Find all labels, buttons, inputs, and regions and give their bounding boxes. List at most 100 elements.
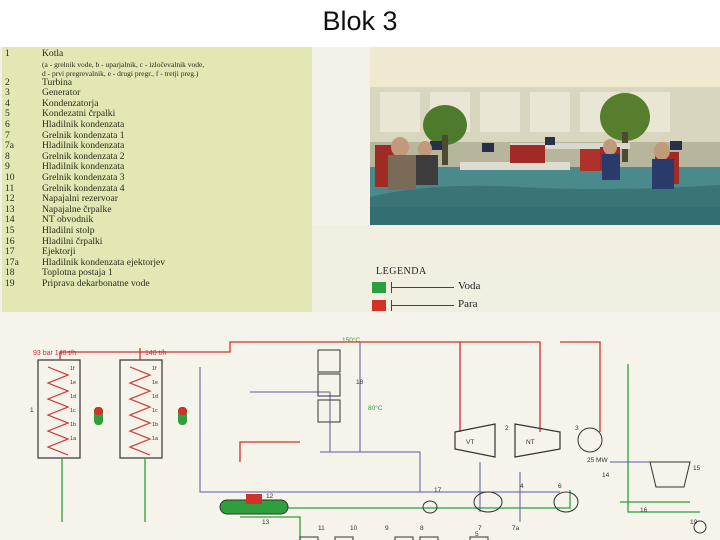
component-number: 18 bbox=[5, 267, 15, 279]
component-number: 16 bbox=[5, 235, 15, 247]
boiler-1: 93 bar 140 t/h bbox=[33, 350, 81, 459]
water-swatch bbox=[372, 282, 386, 293]
component-number: 4 bbox=[5, 97, 10, 109]
component-name: (a - grelnik vode, b - uparjalnik, c - i… bbox=[42, 59, 205, 69]
component-name: Ejektorji bbox=[42, 246, 76, 258]
boiler-2: 140 t/h bbox=[119, 350, 167, 459]
boiler-part-label: 1e bbox=[70, 380, 76, 386]
return-temperature: 80°C bbox=[368, 404, 383, 412]
component-name: Napajalni rezervoar bbox=[42, 193, 118, 205]
schematic-component-number: 10 bbox=[350, 525, 358, 532]
component-name: Hladilni stolp bbox=[42, 225, 95, 236]
schematic-component-number: 1 bbox=[30, 407, 34, 414]
boiler-part-label: 1d bbox=[152, 394, 158, 400]
boiler-1-parameters: 93 bar 140 t/h bbox=[33, 350, 76, 357]
component-number: 5 bbox=[5, 108, 10, 120]
schematic-component-number: 13 bbox=[262, 519, 270, 526]
boiler-part-label: 1f bbox=[70, 366, 75, 372]
component-name: Grelnik kondenzata 1 bbox=[42, 129, 125, 141]
component-row: 1 Kotla bbox=[2, 49, 312, 59]
component-name: Kondezatni črpalki bbox=[42, 108, 116, 120]
boiler-part-label: 1d bbox=[70, 394, 76, 400]
water-tick bbox=[391, 282, 392, 293]
supply-temperature: 150°C bbox=[342, 336, 360, 344]
component-row: 16 Hladilni črpalki bbox=[2, 235, 312, 247]
component-number: 14 bbox=[5, 214, 15, 226]
component-name: Kondenzatorja bbox=[42, 97, 99, 109]
boiler-part-label: 1c bbox=[152, 408, 158, 414]
component-name: Turbina bbox=[42, 76, 73, 88]
component-number: 11 bbox=[5, 182, 15, 194]
component-number: 2 bbox=[5, 76, 10, 88]
component-row: 7a Hladilnik kondenzata bbox=[2, 141, 312, 151]
generator-power: 25 MW bbox=[587, 457, 608, 464]
schematic-component-number: 8 bbox=[420, 525, 424, 532]
control-room-photo bbox=[370, 47, 720, 225]
schematic-component-number: 19 bbox=[690, 519, 698, 526]
schematic-component-number: 11 bbox=[318, 525, 325, 532]
component-number: 3 bbox=[5, 87, 10, 99]
slide-title: Blok 3 bbox=[322, 6, 398, 36]
boiler-2-parameters: 140 t/h bbox=[145, 350, 167, 357]
schematic-component-number: 14 bbox=[602, 472, 610, 479]
boiler-part-label: 1b bbox=[152, 422, 158, 428]
component-number: 13 bbox=[5, 203, 15, 215]
schematic-component-number: 18 bbox=[356, 379, 364, 386]
component-row: (a - grelnik vode, b - uparjalnik, c - i… bbox=[2, 60, 312, 70]
component-row: 14 NT obvodnik bbox=[2, 215, 312, 225]
component-name: Grelnik kondenzata 2 bbox=[42, 150, 125, 162]
schematic-component-number: 5 bbox=[475, 531, 479, 538]
component-number: 17a bbox=[5, 256, 19, 268]
scanned-page: 1 Kotla(a - grelnik vode, b - uparjalnik,… bbox=[0, 47, 720, 540]
component-name: Priprava dekarbonatne vode bbox=[42, 278, 150, 289]
boiler-part-label: 1b bbox=[70, 422, 76, 428]
component-name: Kotla bbox=[42, 48, 64, 59]
component-name: Hladilnik kondenzata bbox=[42, 119, 125, 130]
component-row: 10 Grelnik kondenzata 3 bbox=[2, 173, 312, 183]
component-row: 2 Turbina bbox=[2, 76, 312, 88]
schematic-component-number: 7 bbox=[478, 525, 482, 532]
component-name: NT obvodnik bbox=[42, 214, 94, 226]
boiler-part-label: 1a bbox=[70, 436, 77, 442]
schematic-component-number: 4 bbox=[520, 483, 524, 490]
component-name: Grelnik kondenzata 3 bbox=[42, 172, 125, 183]
water-line bbox=[392, 287, 454, 288]
component-number: 7a bbox=[5, 140, 15, 152]
water-label: Voda bbox=[458, 280, 481, 292]
component-row: 17 Ejektorji bbox=[2, 247, 312, 257]
component-number: 1 bbox=[5, 48, 10, 59]
component-number: 10 bbox=[5, 172, 15, 183]
steam-line bbox=[392, 305, 454, 306]
component-number: 17 bbox=[5, 246, 15, 258]
vt-turbine-label: VT bbox=[466, 439, 474, 446]
steam-label: Para bbox=[458, 298, 478, 310]
component-name: Hladilni črpalki bbox=[42, 235, 103, 247]
component-row: 5 Kondezatni črpalki bbox=[2, 109, 312, 119]
boiler-part-label: 1c bbox=[70, 408, 76, 414]
schematic-component-number: 12 bbox=[266, 493, 274, 500]
component-row: 15 Hladilni stolp bbox=[2, 226, 312, 236]
component-number: 15 bbox=[5, 225, 15, 236]
schematic-component-number: 16 bbox=[640, 507, 648, 514]
component-number: 9 bbox=[5, 161, 10, 173]
boiler-part-label: 1e bbox=[152, 380, 158, 386]
schematic-component-number: 15 bbox=[693, 465, 701, 472]
schematic-component-number: 6 bbox=[558, 483, 562, 490]
steam-tick bbox=[391, 300, 392, 311]
component-name: d - prvi pregrevalnik, e - drugi pregr.,… bbox=[42, 68, 199, 78]
boiler-part-label: 1a bbox=[152, 436, 159, 442]
component-name: Hladilnik kondenzata bbox=[42, 140, 125, 152]
schematic-component-number: 9 bbox=[385, 525, 389, 532]
